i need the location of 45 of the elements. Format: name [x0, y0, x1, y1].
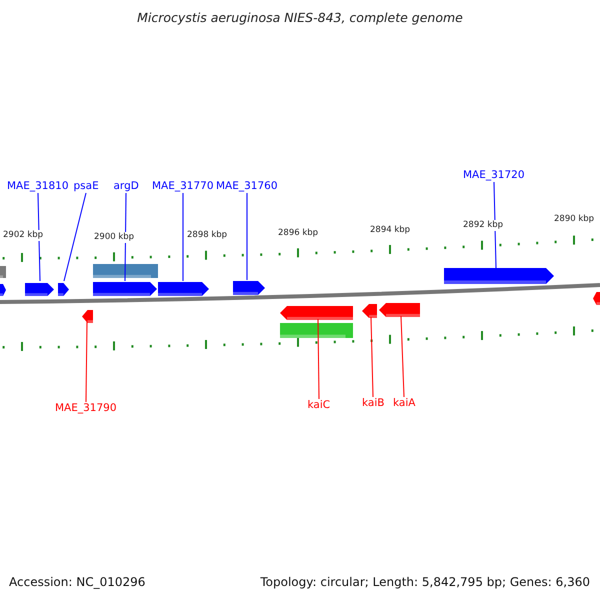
gene-label: MAE_31720 [463, 169, 525, 182]
gene-feature [379, 302, 420, 316]
gene-label: argD [114, 180, 139, 193]
gene-feature [0, 281, 6, 293]
leader-line [318, 318, 320, 400]
gene-label: MAE_31760 [216, 180, 278, 193]
gene-feature [362, 303, 377, 317]
gene-label: MAE_31810 [7, 180, 69, 193]
leader-line [494, 182, 496, 268]
genome-info-text: Topology: circular; Length: 5,842,795 bp; Genes: 6,360 [260, 575, 590, 589]
leader-line [246, 192, 248, 280]
gene-label: psaE [74, 180, 99, 193]
gene-feature [444, 268, 554, 284]
gene-feature [93, 281, 157, 295]
leader-line [86, 320, 88, 402]
gene-bar [0, 263, 6, 275]
gene-feature [233, 280, 265, 294]
gene-label: kaiA [393, 397, 416, 410]
leader-line [182, 192, 184, 282]
scale-label: 2898 kbp [186, 230, 228, 241]
gene-label: kaiB [362, 397, 384, 410]
gene-feature [280, 305, 353, 319]
gene-bar [93, 263, 158, 277]
gene-bar [280, 323, 353, 338]
gene-feature [58, 281, 69, 294]
leader-line [400, 316, 404, 398]
gene-label: kaiC [308, 399, 330, 412]
scale-label: 2896 kbp [277, 228, 320, 239]
scale-label: 2892 kbp [462, 220, 504, 231]
leader-line [124, 192, 126, 282]
gene-feature [593, 290, 600, 303]
leader-line [64, 192, 86, 282]
leader-line [370, 316, 374, 398]
gene-label: MAE_31790 [55, 402, 117, 415]
leader-line [38, 192, 40, 282]
scale-label: 2890 kbp [553, 214, 596, 225]
gene-feature [82, 308, 93, 321]
title: Microcystis aeruginosa NIES-843, complete genome [136, 10, 464, 25]
scale-label: 2894 kbp [369, 225, 412, 236]
accession-text: Accession: NC_010296 [9, 575, 146, 589]
gene-label: MAE_31770 [152, 180, 214, 193]
scale-label: 2902 kbp [2, 230, 44, 241]
gene-feature [158, 281, 209, 295]
gene-feature [25, 281, 54, 294]
scale-label: 2900 kbp [93, 232, 136, 243]
